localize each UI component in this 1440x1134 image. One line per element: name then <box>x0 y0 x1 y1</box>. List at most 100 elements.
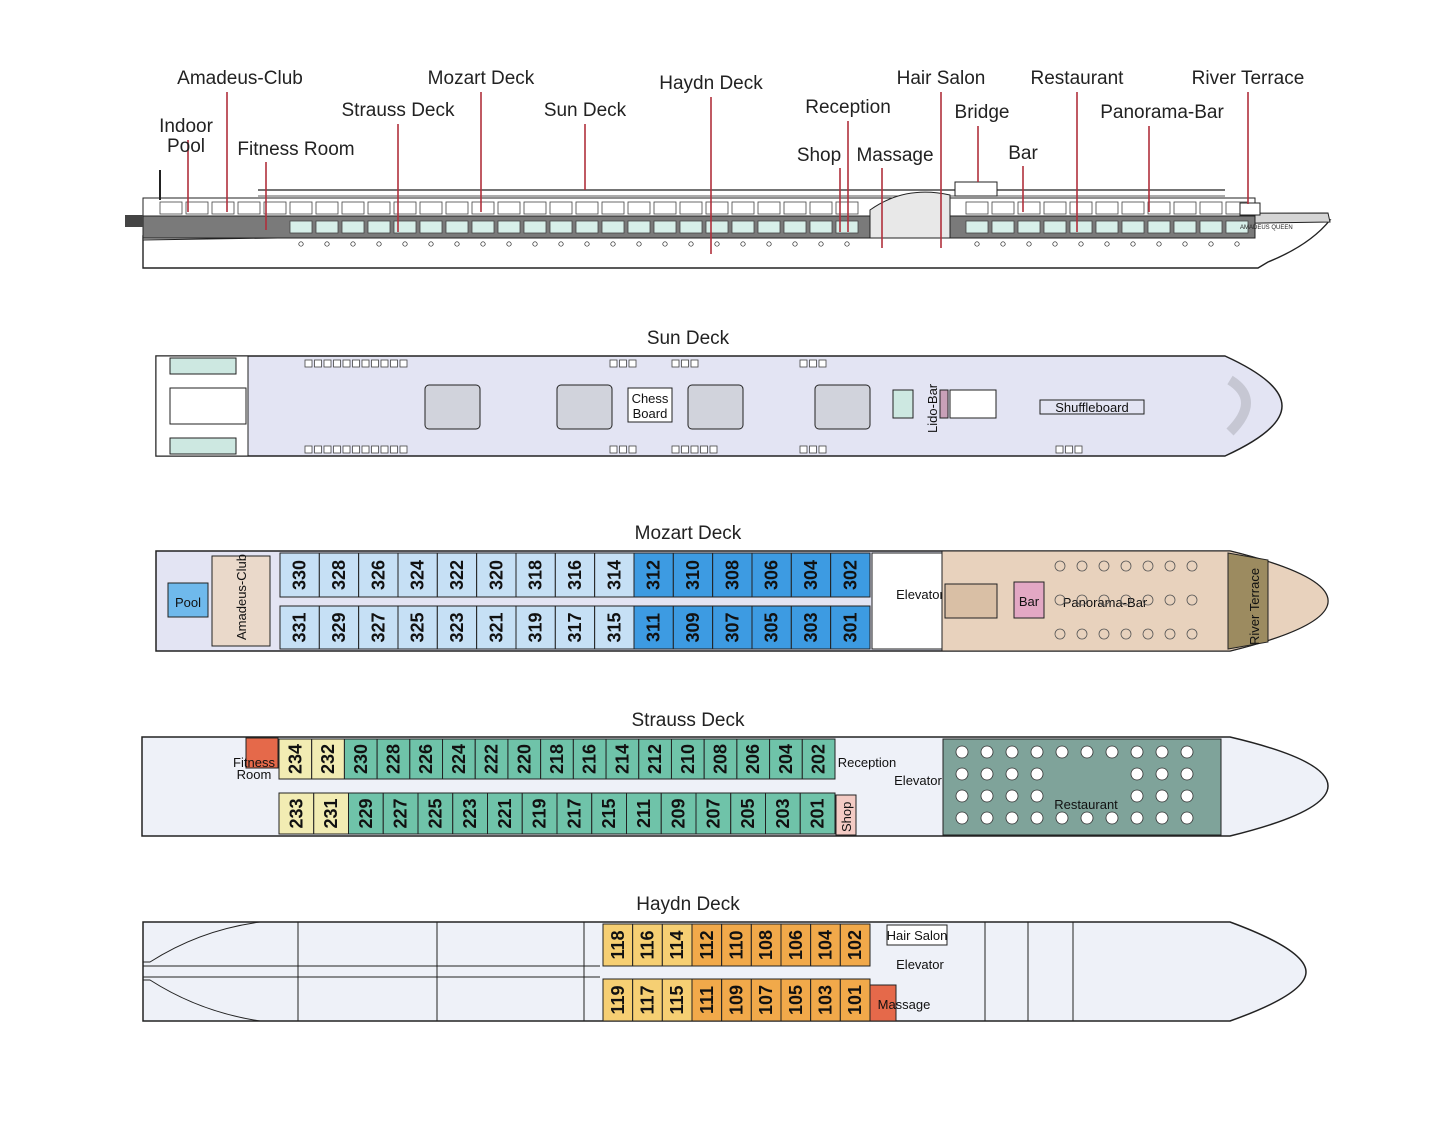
pool-window-bottom <box>169 437 237 455</box>
restaurant-table <box>955 767 969 781</box>
lounge-table <box>1076 560 1088 572</box>
canopy-1 <box>424 384 481 430</box>
upper-window <box>1095 201 1119 215</box>
mozart-cabin-306 <box>751 552 792 598</box>
elevator-label: Elevator <box>894 773 942 788</box>
porthole <box>1026 241 1032 247</box>
cabin-number-114: 114 <box>667 930 687 959</box>
lower-window <box>367 220 391 234</box>
shop-label: Shop <box>839 802 854 832</box>
lower-window <box>445 220 469 234</box>
lower-window <box>523 220 547 234</box>
cabin-number-212: 212 <box>645 744 665 774</box>
lower-window <box>1121 220 1145 234</box>
canopy-3 <box>687 384 744 430</box>
porthole <box>1000 241 1006 247</box>
cabin-number-203: 203 <box>773 798 793 828</box>
strauss-deck-title: Strauss Deck <box>632 710 745 731</box>
lounger <box>1074 445 1083 454</box>
strauss-cabin-230 <box>343 738 378 780</box>
cabin-number-233: 233 <box>286 798 306 828</box>
lounger <box>390 445 398 454</box>
cabin-number-108: 108 <box>756 930 776 960</box>
amadeus-club-label: Amadeus-Club <box>234 554 249 640</box>
haydn-cabin-117 <box>632 978 663 1022</box>
lounge-table <box>1076 628 1088 640</box>
porthole <box>428 241 434 247</box>
cabin-number-310: 310 <box>683 560 703 590</box>
lounger <box>809 359 817 368</box>
river-terrace-label: River Terrace <box>1247 568 1262 645</box>
mozart-cabin-328 <box>318 552 360 598</box>
upper-window <box>211 201 235 215</box>
cabin-number-304: 304 <box>801 560 821 590</box>
cabin-number-209: 209 <box>669 798 689 828</box>
cabin-number-224: 224 <box>449 744 469 774</box>
lounger <box>700 445 708 454</box>
mozart-cabin-320 <box>476 552 517 598</box>
restaurant-table <box>1180 789 1194 803</box>
lounger <box>619 359 627 368</box>
mozart-cabin-314 <box>594 552 635 598</box>
strauss-cabin-232 <box>311 738 345 780</box>
lower-window <box>393 220 417 234</box>
strauss-cabin-214 <box>605 738 640 780</box>
pool-label: Pool <box>175 595 201 610</box>
cabin-number-219: 219 <box>530 798 550 828</box>
lounger <box>390 359 398 368</box>
upper-window <box>601 201 625 215</box>
shuffleboard-court <box>1039 399 1145 415</box>
lower-window <box>549 220 573 234</box>
mozart-cabin-323 <box>436 605 478 650</box>
mozart-cabin-329 <box>318 605 360 650</box>
lounge-table <box>1120 560 1132 572</box>
upper-window <box>159 201 183 215</box>
restaurant-table <box>980 767 994 781</box>
restaurant-table <box>1055 745 1069 759</box>
restaurant-table <box>1130 811 1144 825</box>
sun-deck-title: Sun Deck <box>647 328 730 349</box>
lower-window <box>601 220 625 234</box>
lounger <box>609 445 618 454</box>
ship-name: AMADEUS QUEEN <box>1240 225 1293 231</box>
cabin-number-201: 201 <box>808 798 828 828</box>
lounger <box>371 359 379 368</box>
lower-window <box>705 220 729 234</box>
cabin-number-228: 228 <box>383 744 403 774</box>
strauss-cabin-225 <box>417 792 454 835</box>
lounger <box>361 359 370 368</box>
lounge-table <box>1164 560 1176 572</box>
reception-label: Reception <box>805 97 891 118</box>
mozart-cabin-326 <box>358 552 399 598</box>
lower-window <box>1043 220 1067 234</box>
cabin-number-308: 308 <box>722 560 742 590</box>
upper-window <box>419 201 443 215</box>
upper-window <box>237 201 261 215</box>
lower-window <box>419 220 443 234</box>
elevator-label: Elevator <box>896 957 944 972</box>
board-label: Board <box>633 406 668 421</box>
lounger <box>690 445 699 454</box>
cabin-number-307: 307 <box>722 612 742 642</box>
cabin-number-325: 325 <box>408 612 428 642</box>
reception-label: Reception <box>838 755 897 770</box>
upper-window <box>991 201 1015 215</box>
restaurant-table <box>955 789 969 803</box>
haydn-cabin-114 <box>661 923 693 967</box>
upper-window <box>341 201 365 215</box>
restaurant-table <box>980 811 994 825</box>
restaurant-table <box>1130 789 1144 803</box>
cabin-number-205: 205 <box>738 798 758 828</box>
lower-window <box>991 220 1015 234</box>
cabin-number-211: 211 <box>634 799 654 828</box>
upper-window <box>679 201 703 215</box>
lounger <box>681 359 689 368</box>
cabin-number-317: 317 <box>565 612 585 642</box>
cabin-number-328: 328 <box>329 560 349 590</box>
haydn-cabin-108 <box>750 923 782 967</box>
river-terrace-label: River Terrace <box>1192 68 1305 89</box>
lounger <box>681 445 689 454</box>
fitness-room-label: Fitness Room <box>237 139 354 160</box>
lounge-table <box>1186 560 1198 572</box>
